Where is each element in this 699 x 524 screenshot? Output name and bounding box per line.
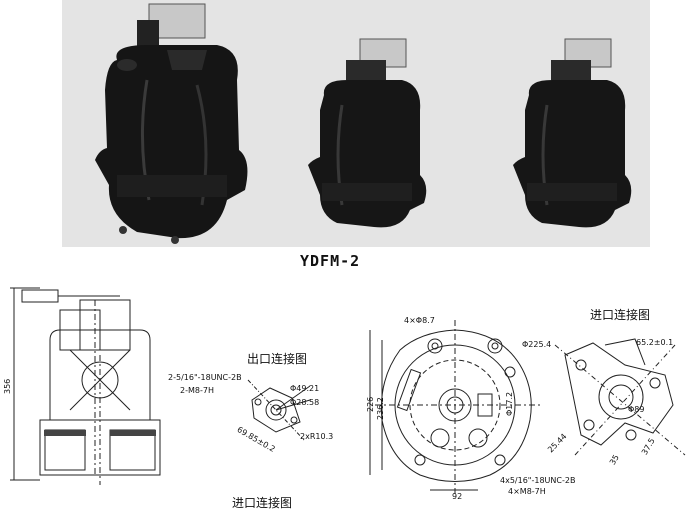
model-caption: YDFM-2 xyxy=(300,252,361,270)
product-photo xyxy=(62,0,650,247)
phi89-dimension: Φ89 xyxy=(628,405,645,414)
medium-flow-meter-image-2 xyxy=(513,38,632,228)
top-view-drawing xyxy=(369,320,540,495)
medium-flow-meter-image xyxy=(308,38,427,228)
r65-dimension: 65.2±0.1 xyxy=(636,338,674,347)
side-section-drawing xyxy=(10,287,161,485)
large-flow-meter-image xyxy=(95,3,248,244)
outlet-phi28-dimension: Φ28.58 xyxy=(290,398,320,407)
outlet-connection-label: 出口连接图 xyxy=(247,352,308,366)
outlet-connection-drawing xyxy=(247,379,311,441)
inlet-connection-label-bottom: 进口连接图 xyxy=(232,496,293,510)
d226-dimension: 226 xyxy=(366,396,375,412)
outlet-r10-dimension: 2xR10.3 xyxy=(300,432,334,441)
c172-dimension: Φ17.2 xyxy=(505,391,514,416)
outlet-thread-dimension: 2-5/16"-18UNC-2B xyxy=(168,373,242,382)
d236-dimension: 236.2 xyxy=(376,397,385,420)
outlet-m8-dimension: 2-M8-7H xyxy=(180,386,214,395)
phi225-dimension: Φ225.4 xyxy=(522,340,552,349)
d92-dimension: 92 xyxy=(452,492,463,501)
height-dimension: 356 xyxy=(3,378,12,394)
inlet-m8-dimension: 4×M8-7H xyxy=(508,487,546,496)
holes-4x-dimension: 4×Φ8.7 xyxy=(404,316,435,325)
inlet-thread-dimension: 4x5/16"-18UNC-2B xyxy=(500,476,576,485)
inlet-connection-drawing xyxy=(554,338,686,456)
inlet-connection-label-right: 进口连接图 xyxy=(590,308,651,322)
outlet-phi49-dimension: Φ49.21 xyxy=(290,384,320,393)
